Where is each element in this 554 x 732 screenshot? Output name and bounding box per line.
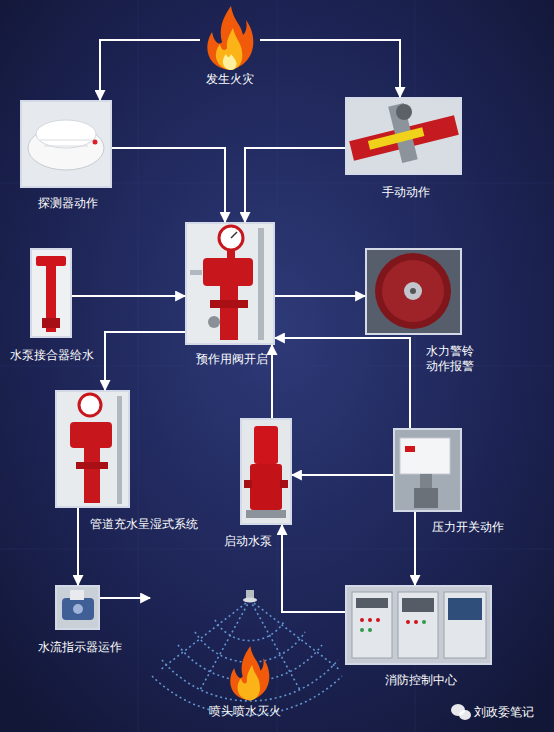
valve-picture [185, 222, 275, 345]
process-node: 管道充水呈湿式系统 [55, 390, 130, 508]
process-node: 手动动作 [345, 97, 462, 175]
flow-arrow [275, 295, 365, 297]
sprinkler-head [243, 590, 257, 603]
node-label: 消防控制中心 [347, 673, 494, 688]
flow-arrow [245, 148, 345, 222]
pressure-switch-picture [393, 428, 462, 512]
process-node: 发生火灾 [200, 8, 260, 72]
flow-arrow [271, 345, 273, 418]
node-label: 探测器动作 [18, 196, 118, 211]
flow-indicator-picture [55, 585, 100, 630]
node-label: 水力警铃 动作报警 [422, 344, 474, 374]
wechat-icon [451, 704, 471, 720]
flow-arrow [275, 338, 410, 428]
flow-arrow [282, 525, 345, 612]
flow-arrow [77, 508, 79, 585]
process-node: 预作用阀开启 [185, 222, 275, 345]
flow-arrow [100, 40, 200, 100]
pump-adapter-picture [30, 248, 72, 338]
manual-valve-picture [345, 97, 462, 175]
process-node: 水泵接合器给水 [30, 248, 72, 338]
node-label: 管道充水呈湿式系统 [90, 517, 220, 532]
process-node: 压力开关动作 [393, 428, 462, 512]
node-label: 发生火灾 [180, 72, 280, 87]
pump-picture [240, 418, 292, 525]
node-label: 喷头喷水灭火 [185, 704, 305, 719]
node-label: 水流指示器运作 [22, 640, 138, 655]
node-label: 水泵接合器给水 [10, 348, 100, 363]
sprinkler-spray [152, 600, 342, 715]
wet-system-picture [55, 390, 130, 508]
alarm-bell-picture [365, 248, 462, 335]
flow-arrow [100, 597, 150, 599]
flow-arrow [72, 295, 185, 297]
node-label: 预作用阀开启 [182, 352, 282, 367]
process-node: 水力警铃 动作报警 [365, 248, 462, 335]
flame [230, 646, 269, 700]
process-node: 喷头喷水灭火 [150, 588, 340, 700]
process-node: 消防控制中心 [345, 585, 492, 665]
process-node: 启动水泵 [240, 418, 292, 525]
flow-arrow [292, 474, 393, 476]
control-center-picture [345, 585, 492, 665]
flow-arrow [112, 148, 225, 222]
process-node: 探测器动作 [20, 100, 112, 188]
process-node: 水流指示器运作 [55, 585, 100, 630]
detector-picture [20, 100, 112, 188]
flow-arrow [414, 512, 416, 585]
flame [207, 6, 253, 70]
flow-arrow [260, 40, 400, 97]
flow-arrow [105, 332, 185, 390]
node-label: 启动水泵 [208, 534, 288, 549]
node-label: 压力开关动作 [432, 520, 532, 535]
node-label: 手动动作 [347, 185, 464, 200]
watermark: 刘政委笔记 [474, 705, 534, 720]
